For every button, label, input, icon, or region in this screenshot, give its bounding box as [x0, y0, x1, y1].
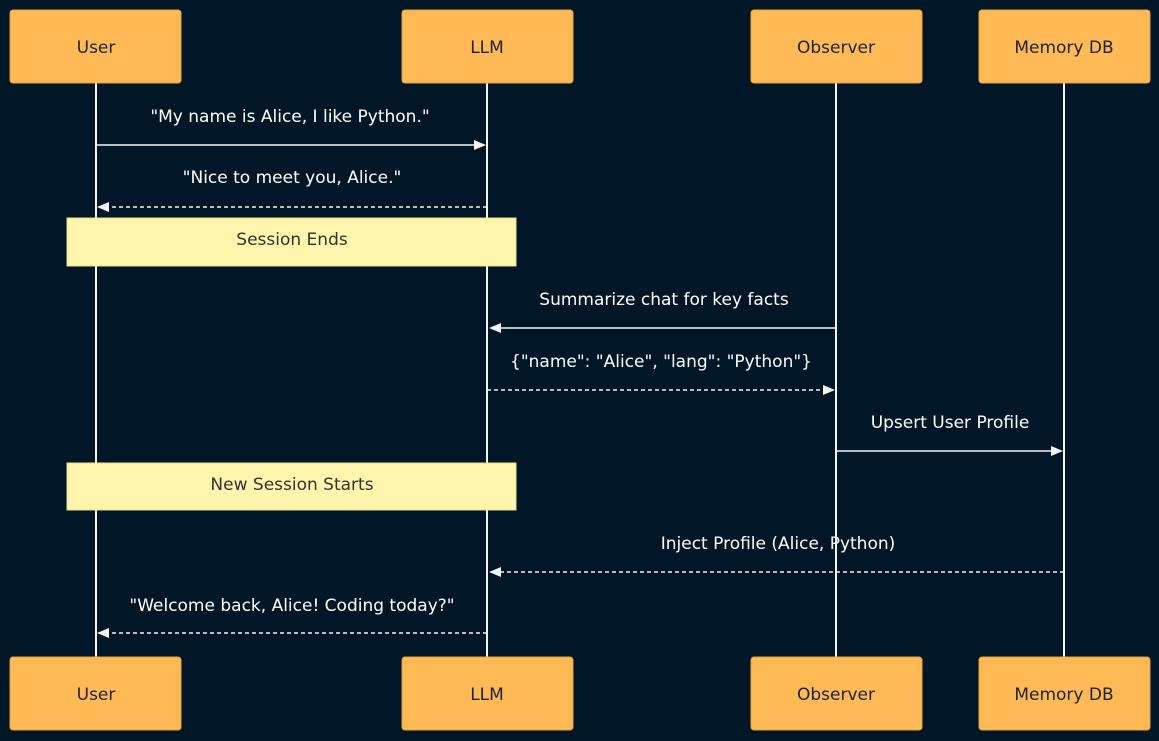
participant-label: User — [77, 38, 116, 58]
participant-user-top: User — [9, 9, 182, 84]
participant-label: Observer — [797, 38, 875, 58]
participant-label: LLM — [470, 685, 504, 705]
note-new-session-starts: New Session Starts — [66, 462, 517, 511]
message-label: "Welcome back, Alice! Coding today?" — [129, 596, 454, 616]
participant-memory-db-top: Memory DB — [978, 9, 1151, 84]
arrowhead-icon — [474, 140, 486, 150]
note-label: New Session Starts — [210, 475, 373, 495]
message-llm-to-user-welcome: "Welcome back, Alice! Coding today?" — [97, 596, 487, 638]
participant-user-bottom: User — [9, 656, 182, 731]
arrowhead-icon — [97, 202, 109, 212]
arrowhead-icon — [823, 385, 835, 395]
participant-label: User — [77, 685, 116, 705]
participant-label: Memory DB — [1014, 38, 1113, 58]
participant-label: LLM — [470, 38, 504, 58]
participant-memory-db-bottom: Memory DB — [978, 656, 1151, 731]
participant-llm-top: LLM — [401, 9, 574, 84]
message-llm-to-user: "Nice to meet you, Alice." — [97, 168, 487, 212]
participant-label: Observer — [797, 685, 875, 705]
participant-label: Memory DB — [1014, 685, 1113, 705]
message-memory-db-to-llm: Inject Profile (Alice, Python) — [489, 534, 1064, 577]
participant-observer-bottom: Observer — [750, 656, 923, 731]
message-label: "Nice to meet you, Alice." — [183, 168, 402, 188]
message-label: {"name": "Alice", "lang": "Python"} — [510, 352, 812, 372]
arrowhead-icon — [489, 567, 501, 577]
message-observer-to-llm: Summarize chat for key facts — [489, 290, 836, 333]
participant-observer-top: Observer — [750, 9, 923, 84]
message-label: Inject Profile (Alice, Python) — [661, 534, 896, 554]
arrowhead-icon — [489, 323, 501, 333]
message-label: "My name is Alice, I like Python." — [150, 107, 429, 127]
note-session-ends: Session Ends — [66, 217, 517, 267]
arrowhead-icon — [97, 628, 109, 638]
participant-llm-bottom: LLM — [401, 656, 574, 731]
message-label: Upsert User Profile — [871, 413, 1030, 433]
message-llm-to-observer: {"name": "Alice", "lang": "Python"} — [487, 352, 835, 395]
note-label: Session Ends — [236, 230, 348, 250]
message-label: Summarize chat for key facts — [539, 290, 789, 310]
message-observer-to-memory-db: Upsert User Profile — [836, 413, 1063, 456]
arrowhead-icon — [1051, 446, 1063, 456]
message-user-to-llm: "My name is Alice, I like Python." — [96, 107, 486, 150]
